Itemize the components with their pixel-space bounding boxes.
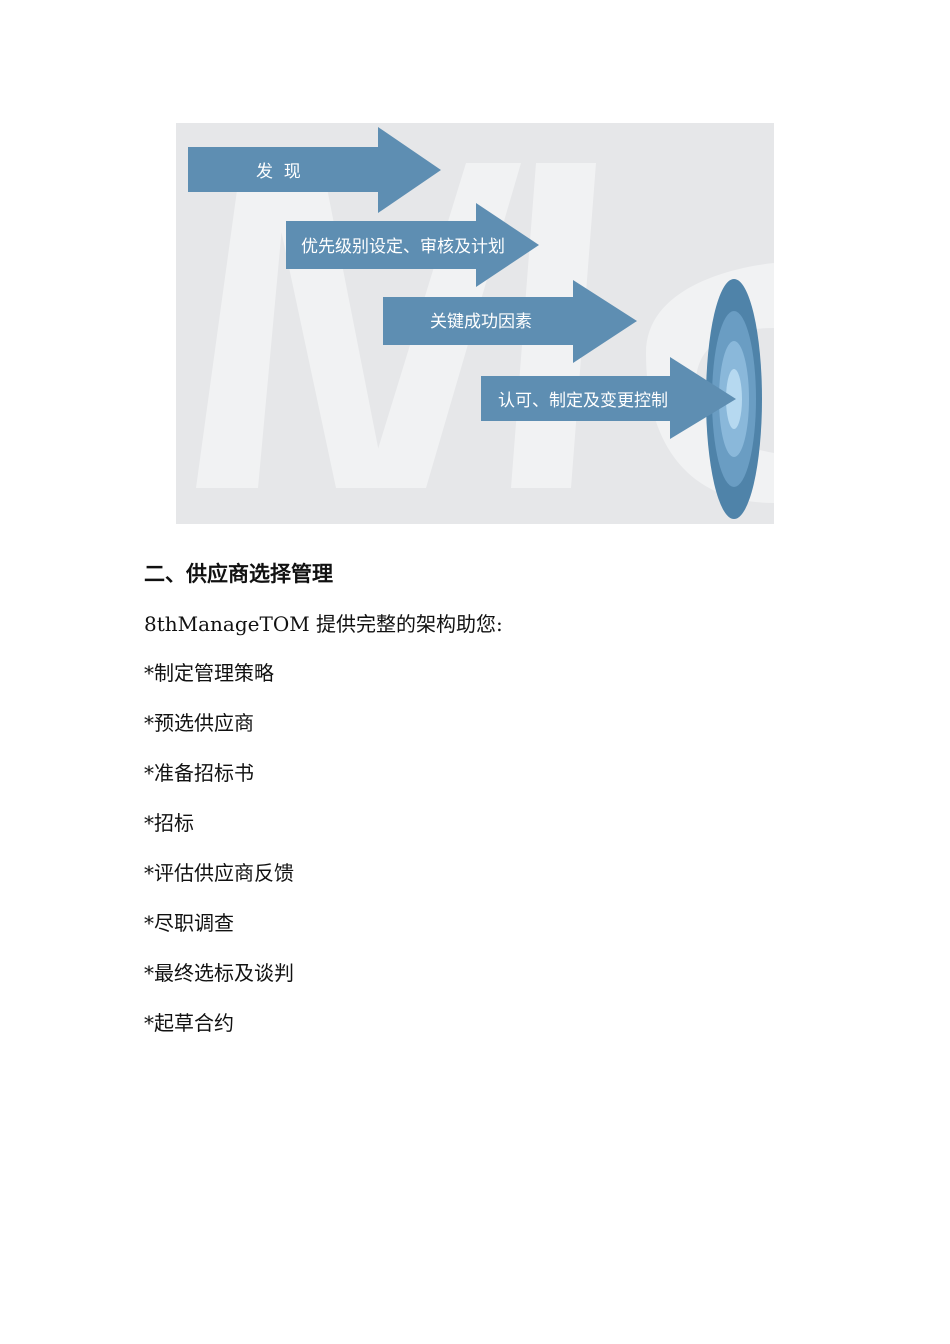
section-heading: 二、供应商选择管理	[144, 562, 333, 586]
target-icon	[706, 279, 762, 519]
list-item: *尽职调查	[144, 911, 234, 935]
arrow-2-label: 优先级别设定、审核及计划	[301, 237, 505, 257]
list-item: *预选供应商	[144, 711, 254, 735]
list-item: *制定管理策略	[144, 661, 274, 685]
list-item: *最终选标及谈判	[144, 961, 294, 985]
arrow-4-shape	[481, 357, 736, 439]
process-diagram: 发 现 优先级别设定、审核及计划 关键成功因素 认可、制定及变更控制	[176, 123, 774, 524]
arrow-3-shape	[383, 280, 637, 363]
arrow-3: 关键成功因素	[383, 280, 637, 363]
arrow-1-shape	[188, 127, 441, 213]
list-item: *准备招标书	[144, 761, 254, 785]
arrow-3-label: 关键成功因素	[430, 312, 532, 332]
arrow-4: 认可、制定及变更控制	[481, 357, 736, 439]
arrow-1-label: 发 现	[256, 162, 301, 182]
list-item: *评估供应商反馈	[144, 861, 294, 885]
bullet-list: *制定管理策略 *预选供应商 *准备招标书 *招标 *评估供应商反馈 *尽职调查…	[144, 657, 294, 1057]
arrow-2-shape	[286, 203, 539, 287]
process-diagram-svg: 发 现 优先级别设定、审核及计划 关键成功因素 认可、制定及变更控制	[176, 123, 774, 524]
intro-text: 8thManageTOM 提供完整的架构助您:	[144, 612, 503, 636]
arrow-1: 发 现	[188, 127, 441, 213]
arrow-4-label: 认可、制定及变更控制	[498, 391, 668, 411]
list-item: *起草合约	[144, 1011, 234, 1035]
list-item: *招标	[144, 811, 194, 835]
arrow-2: 优先级别设定、审核及计划	[286, 203, 539, 287]
